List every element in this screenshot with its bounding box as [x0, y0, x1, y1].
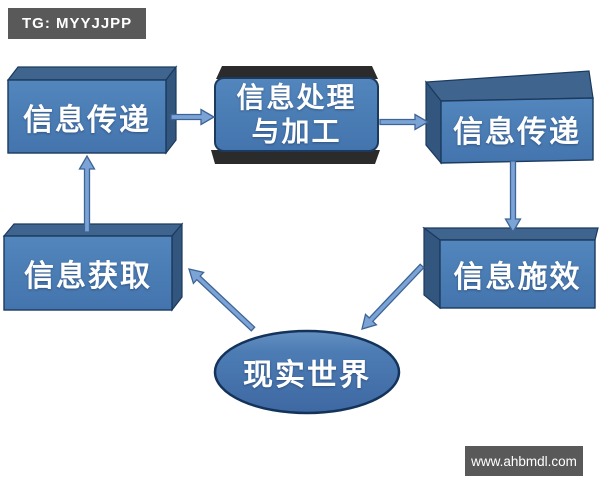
arrow-transfer-left-to-processing — [170, 108, 216, 126]
arrow-application-to-real-world — [361, 263, 425, 330]
arrow-real-world-to-acquisition — [188, 268, 256, 332]
node-info-transfer-right-shape — [424, 70, 594, 165]
node-info-transfer-left-shape — [6, 65, 178, 155]
arrow-processing-to-transfer-right — [379, 113, 430, 131]
node-info-processing-shape — [211, 66, 380, 164]
arrow-transfer-right-to-application — [504, 160, 522, 234]
node-info-acquisition-shape — [2, 222, 184, 312]
node-real-world-shape — [213, 329, 401, 415]
website-watermark: www.ahbmdl.com — [465, 446, 583, 476]
tg-channel-badge: TG: MYYJJPP — [8, 8, 147, 39]
arrow-acquisition-to-transfer-left — [78, 154, 96, 233]
node-info-application-shape — [422, 226, 599, 310]
